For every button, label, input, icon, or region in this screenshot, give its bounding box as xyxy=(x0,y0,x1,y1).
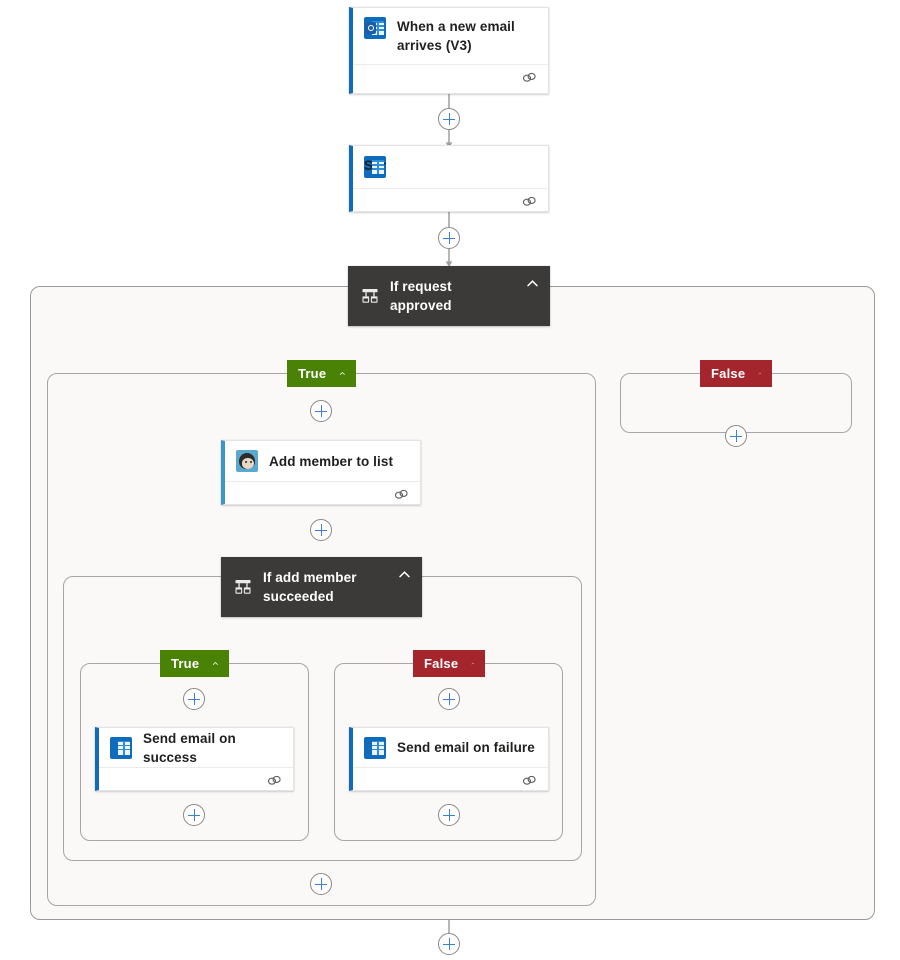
condition-card-if-request-approved[interactable]: If request approved xyxy=(348,266,550,326)
outlook-icon xyxy=(364,17,386,39)
chevron-up-icon[interactable] xyxy=(212,657,219,670)
branch-label: False xyxy=(711,366,746,381)
branch-label: True xyxy=(171,656,200,671)
outlook-icon: Send approval email xyxy=(364,156,386,178)
condition-card-if-add-member-succeeded[interactable]: If add member succeeded xyxy=(221,557,422,617)
card-header: Add member to list xyxy=(225,441,420,481)
add-step-button[interactable] xyxy=(438,227,460,249)
add-step-button[interactable] xyxy=(183,688,205,710)
condition-icon xyxy=(235,580,251,594)
add-step-button[interactable] xyxy=(310,400,332,422)
branch-label: False xyxy=(424,656,459,671)
action-card-when-a-new-email-arrives[interactable]: When a new email arrives (V3) xyxy=(349,7,549,94)
branch-badge-outer-true[interactable]: True xyxy=(287,360,356,387)
chevron-up-icon[interactable] xyxy=(339,367,346,380)
add-step-button[interactable] xyxy=(725,425,747,447)
branch-badge-outer-false[interactable]: False xyxy=(700,360,772,387)
add-step-button[interactable] xyxy=(438,804,460,826)
card-title: Send email on success xyxy=(143,730,236,765)
link-icon[interactable] xyxy=(522,195,537,208)
outlook-icon xyxy=(110,736,132,759)
add-step-button[interactable] xyxy=(438,108,460,130)
condition-title: If request approved xyxy=(390,279,452,313)
action-card-send-email-on-success[interactable]: Send email on success xyxy=(95,727,294,791)
chevron-up-icon[interactable] xyxy=(397,567,412,582)
link-icon[interactable] xyxy=(522,71,537,84)
card-footer xyxy=(225,481,420,506)
card-footer xyxy=(353,767,548,792)
card-footer xyxy=(99,767,293,792)
card-title: Add member to list xyxy=(269,453,394,469)
branch-badge-inner-false[interactable]: False xyxy=(413,650,485,677)
add-step-button[interactable] xyxy=(310,519,332,541)
action-card-add-member-to-list[interactable]: Add member to list xyxy=(221,440,421,505)
add-step-button[interactable] xyxy=(183,804,205,826)
card-footer xyxy=(353,64,548,89)
add-step-button[interactable] xyxy=(438,688,460,710)
card-header: Send approval email xyxy=(353,146,548,188)
branch-badge-inner-true[interactable]: True xyxy=(160,650,229,677)
chevron-up-icon[interactable] xyxy=(758,367,762,380)
condition-icon xyxy=(362,289,378,303)
mailchimp-icon xyxy=(236,450,258,472)
action-card-send-email-on-failure[interactable]: Send email on failure xyxy=(349,727,549,791)
link-icon[interactable] xyxy=(267,774,282,787)
condition-title: If add member succeeded xyxy=(263,570,357,604)
card-title: Send email on failure xyxy=(397,740,535,755)
add-step-button[interactable] xyxy=(438,933,460,955)
card-title: When a new email arrives (V3) xyxy=(397,19,515,53)
chevron-up-icon[interactable] xyxy=(525,276,540,291)
chevron-up-icon[interactable] xyxy=(471,657,475,670)
link-icon[interactable] xyxy=(394,488,409,501)
card-header: Send email on success xyxy=(99,728,293,767)
branch-label: True xyxy=(298,366,327,381)
card-header: When a new email arrives (V3) xyxy=(353,8,548,64)
add-step-button[interactable] xyxy=(310,873,332,895)
action-card-send-approval-email[interactable]: Send approval email xyxy=(349,145,549,212)
outlook-icon xyxy=(364,736,386,759)
card-header: Send email on failure xyxy=(353,728,548,767)
link-icon[interactable] xyxy=(522,774,537,787)
card-footer xyxy=(353,188,548,213)
